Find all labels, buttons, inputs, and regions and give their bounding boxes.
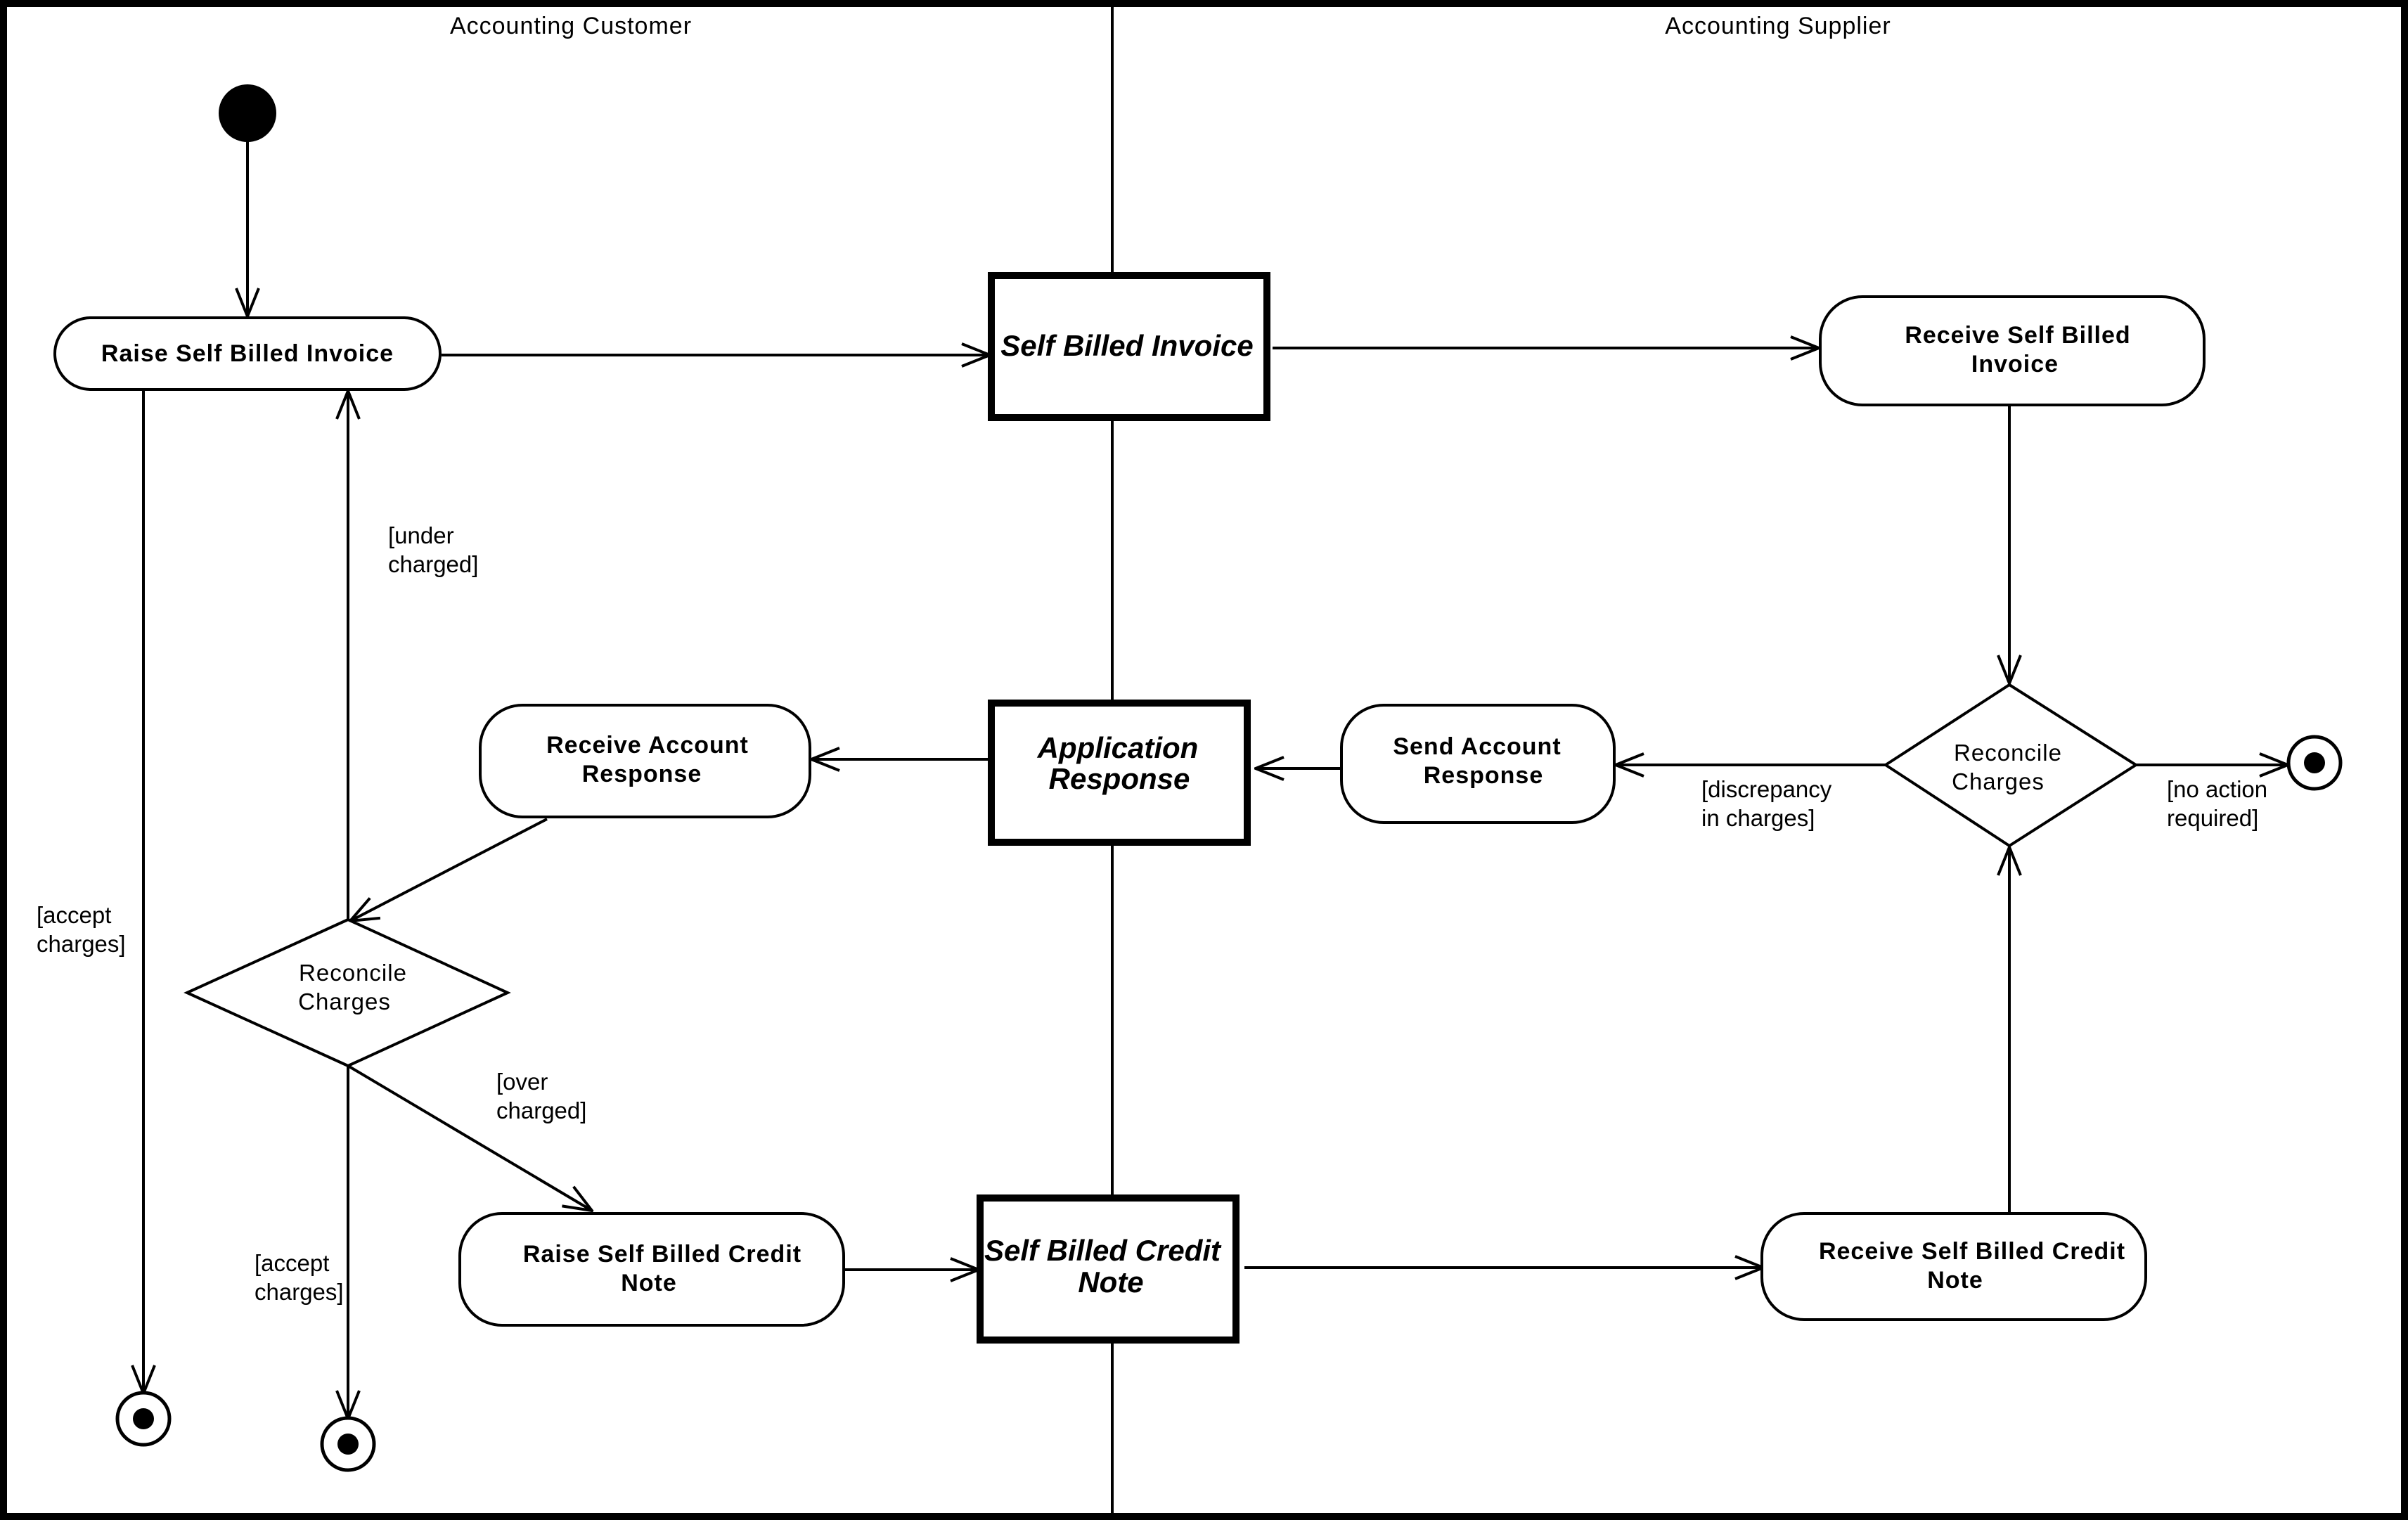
activity-receive-credit-line1: Receive Self Billed Credit	[1819, 1238, 2125, 1265]
guard-over-line2: charged]	[496, 1097, 586, 1123]
guard-discrepancy-line1: [discrepancy	[1701, 776, 1832, 802]
edge-receive-response-to-decision	[350, 818, 548, 921]
activity-send-response: Send Account Response	[1340, 704, 1616, 824]
decision-supplier-reconcile: Reconcile Charges	[1883, 683, 2139, 848]
guard-discrepancy: [discrepancy in charges]	[1701, 776, 1832, 831]
activity-raise-credit: Raise Self Billed Credit Note	[458, 1212, 845, 1327]
object-self-billed-invoice-label: Self Billed Invoice	[1000, 329, 1253, 362]
guard-accept-bottom-line1: [accept	[255, 1250, 329, 1276]
activity-raise-credit-line2: Note	[621, 1270, 677, 1296]
decision-customer-line1: Reconcile	[299, 960, 407, 986]
guard-over-line1: [over	[496, 1069, 548, 1095]
activity-receive-invoice-line1: Receive Self Billed	[1905, 322, 2130, 349]
edge-decision-to-raise-credit	[347, 1064, 592, 1211]
activity-receive-response-line1: Receive Account	[546, 732, 749, 759]
decision-customer-reconcile: Reconcile Charges	[184, 917, 511, 1068]
guard-over-charged: [over charged]	[496, 1069, 586, 1123]
activity-receive-response: Receive Account Response	[479, 704, 811, 818]
guard-no-action-line2: required]	[2167, 805, 2258, 831]
activity-receive-response-line2: Response	[582, 761, 702, 787]
activity-send-response-line2: Response	[1424, 762, 1544, 789]
activity-receive-invoice: Receive Self Billed Invoice	[1819, 295, 2206, 406]
object-self-billed-credit-note: Self Billed Credit Note	[977, 1194, 1240, 1344]
guard-no-action: [no action required]	[2167, 776, 2267, 831]
object-self-billed-invoice: Self Billed Invoice	[988, 272, 1270, 421]
guard-discrepancy-line2: in charges]	[1701, 805, 1815, 831]
activity-receive-credit: Receive Self Billed Credit Note	[1760, 1212, 2147, 1321]
guard-under-line1: [under	[388, 522, 454, 548]
decision-supplier-line1: Reconcile	[1954, 740, 2062, 766]
guard-accept-charges-bottom: [accept charges]	[255, 1250, 344, 1305]
object-application-response: Application Response	[988, 700, 1251, 846]
final-node-right	[2286, 735, 2343, 791]
guard-no-action-line1: [no action	[2167, 776, 2267, 802]
initial-node	[219, 84, 276, 142]
lane-title-supplier: Accounting Supplier	[1665, 13, 1891, 39]
activity-raise-invoice: Raise Self Billed Invoice	[53, 316, 442, 391]
guard-under-charged: [under charged]	[388, 522, 478, 577]
activity-receive-credit-line2: Note	[1927, 1267, 1983, 1294]
guard-accept-bottom-line2: charges]	[255, 1279, 344, 1305]
guard-accept-charges-left: [accept charges]	[37, 902, 126, 957]
activity-send-response-line1: Send Account	[1393, 733, 1561, 760]
decision-supplier-line2: Charges	[1952, 768, 2045, 794]
guard-accept-left-line1: [accept	[37, 902, 111, 928]
object-credit-note-line2: Note	[1078, 1265, 1143, 1299]
final-node-left	[115, 1391, 172, 1447]
activity-raise-credit-line1: Raise Self Billed Credit	[523, 1241, 801, 1268]
activity-receive-invoice-line2: Invoice	[1971, 351, 2059, 378]
object-application-response-line2: Response	[1049, 762, 1190, 795]
activity-raise-invoice-label: Raise Self Billed Invoice	[101, 340, 394, 367]
lane-title-customer: Accounting Customer	[450, 13, 692, 39]
guard-accept-left-line2: charges]	[37, 931, 126, 957]
decision-customer-line2: Charges	[298, 988, 391, 1015]
object-credit-note-line1: Self Billed Credit	[984, 1234, 1222, 1267]
guard-under-line2: charged]	[388, 551, 478, 577]
final-node-bottom	[320, 1416, 376, 1472]
object-application-response-line1: Application	[1037, 731, 1199, 764]
